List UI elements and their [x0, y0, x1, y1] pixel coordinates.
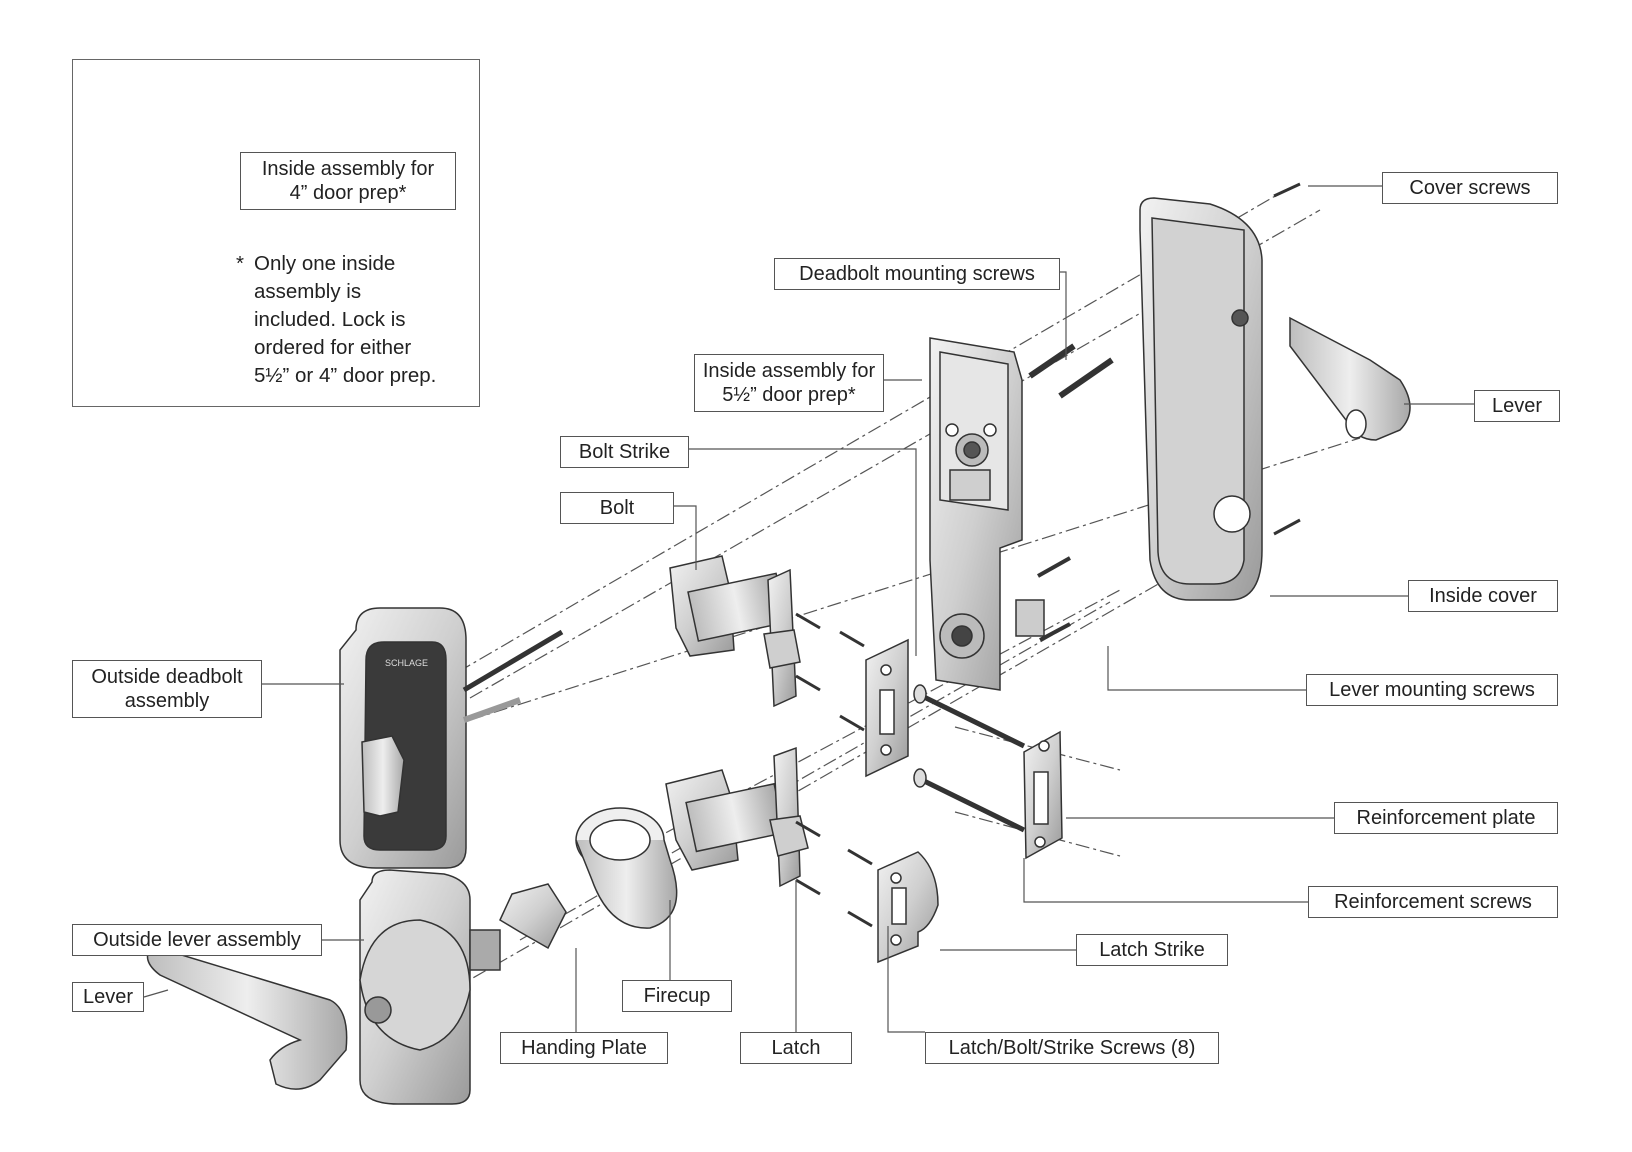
outside-deadbolt-drawing: SCHLAGE [339, 607, 564, 869]
reinforcement-plate-drawing [1023, 730, 1063, 860]
note-line: assembly is [254, 280, 362, 303]
label-latch-strike: Latch Strike [1076, 934, 1228, 966]
reinforcement-screws-drawing [913, 684, 1026, 833]
label-bolt-strike: Bolt Strike [560, 436, 689, 468]
label-firecup: Firecup [622, 980, 732, 1012]
label-latch: Latch [740, 1032, 852, 1064]
label-reinforcement-screws: Reinforcement screws [1308, 886, 1558, 918]
label-outside-lever-assembly: Outside lever assembly [72, 924, 322, 956]
label-bolt: Bolt [560, 492, 674, 524]
inside-cover-drawing [1139, 197, 1263, 601]
label-inside-cover: Inside cover [1408, 580, 1558, 612]
bolt-drawing [669, 555, 801, 708]
label-text: Inside assembly for [261, 158, 435, 180]
label-handing-plate: Handing Plate [500, 1032, 668, 1064]
label-cover-screws: Cover screws [1382, 172, 1558, 204]
deadbolt-mounting-screws-drawing [1028, 343, 1114, 399]
label-text: 4” door prep* [289, 182, 407, 204]
handing-plate-drawing [499, 883, 567, 950]
label-outside-deadbolt-assembly: Outside deadbolt assembly [72, 660, 262, 718]
inside-lever-drawing [1289, 316, 1411, 441]
label-deadbolt-mounting-screws: Deadbolt mounting screws [774, 258, 1060, 290]
schlage-logo: SCHLAGE [385, 658, 428, 668]
note-line: included. Lock is [254, 308, 406, 331]
label-inside-assembly-4in: Inside assembly for 4” door prep* [240, 152, 456, 210]
latch-strike-drawing [877, 851, 939, 964]
label-lever-mounting-screws: Lever mounting screws [1306, 674, 1558, 706]
label-lever-right: Lever [1474, 390, 1560, 422]
note-line: ordered for either [254, 336, 412, 359]
bolt-strike-drawing [865, 638, 909, 778]
note-line: 5½” or 4” door prep. [254, 364, 437, 387]
outside-lever-drawing [146, 869, 501, 1105]
note-line: Only one inside [254, 252, 396, 275]
inset-box [72, 59, 480, 407]
lever-mounting-screws-drawing [1037, 556, 1071, 642]
note-asterisk: * [236, 252, 244, 275]
latch-drawing [665, 746, 809, 888]
inset-note: * Only one inside assembly is included. … [236, 250, 474, 390]
label-inside-assembly-55: Inside assembly for 5½” door prep* [694, 354, 884, 412]
cover-screws-drawing [1273, 182, 1301, 536]
small-screws-drawing [795, 612, 873, 928]
inside-assembly-55-drawing [929, 337, 1045, 691]
firecup-drawing [575, 807, 678, 929]
label-lever-left: Lever [72, 982, 144, 1012]
label-reinforcement-plate: Reinforcement plate [1334, 802, 1558, 834]
label-latch-bolt-strike-screws: Latch/Bolt/Strike Screws (8) [925, 1032, 1219, 1064]
